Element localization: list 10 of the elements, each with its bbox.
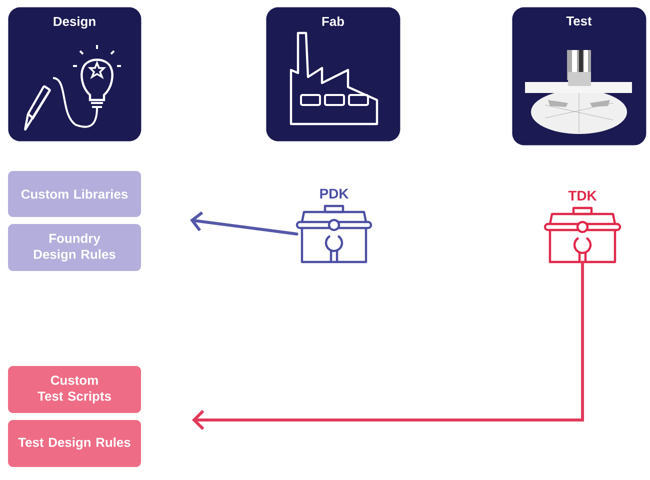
kit-label: PDK (320, 188, 349, 198)
stage-box: Design (8, 7, 142, 142)
kit-label: TDK (568, 190, 597, 200)
label-box: Test Design Rules (8, 420, 141, 467)
arrow (190, 211, 298, 236)
label-box: Custom Test Scripts (8, 366, 141, 413)
arrow (192, 260, 584, 430)
label-box: Custom Libraries (8, 171, 141, 217)
label-box: Foundry Design Rules (8, 224, 141, 271)
stage-box: Fab (266, 7, 400, 142)
